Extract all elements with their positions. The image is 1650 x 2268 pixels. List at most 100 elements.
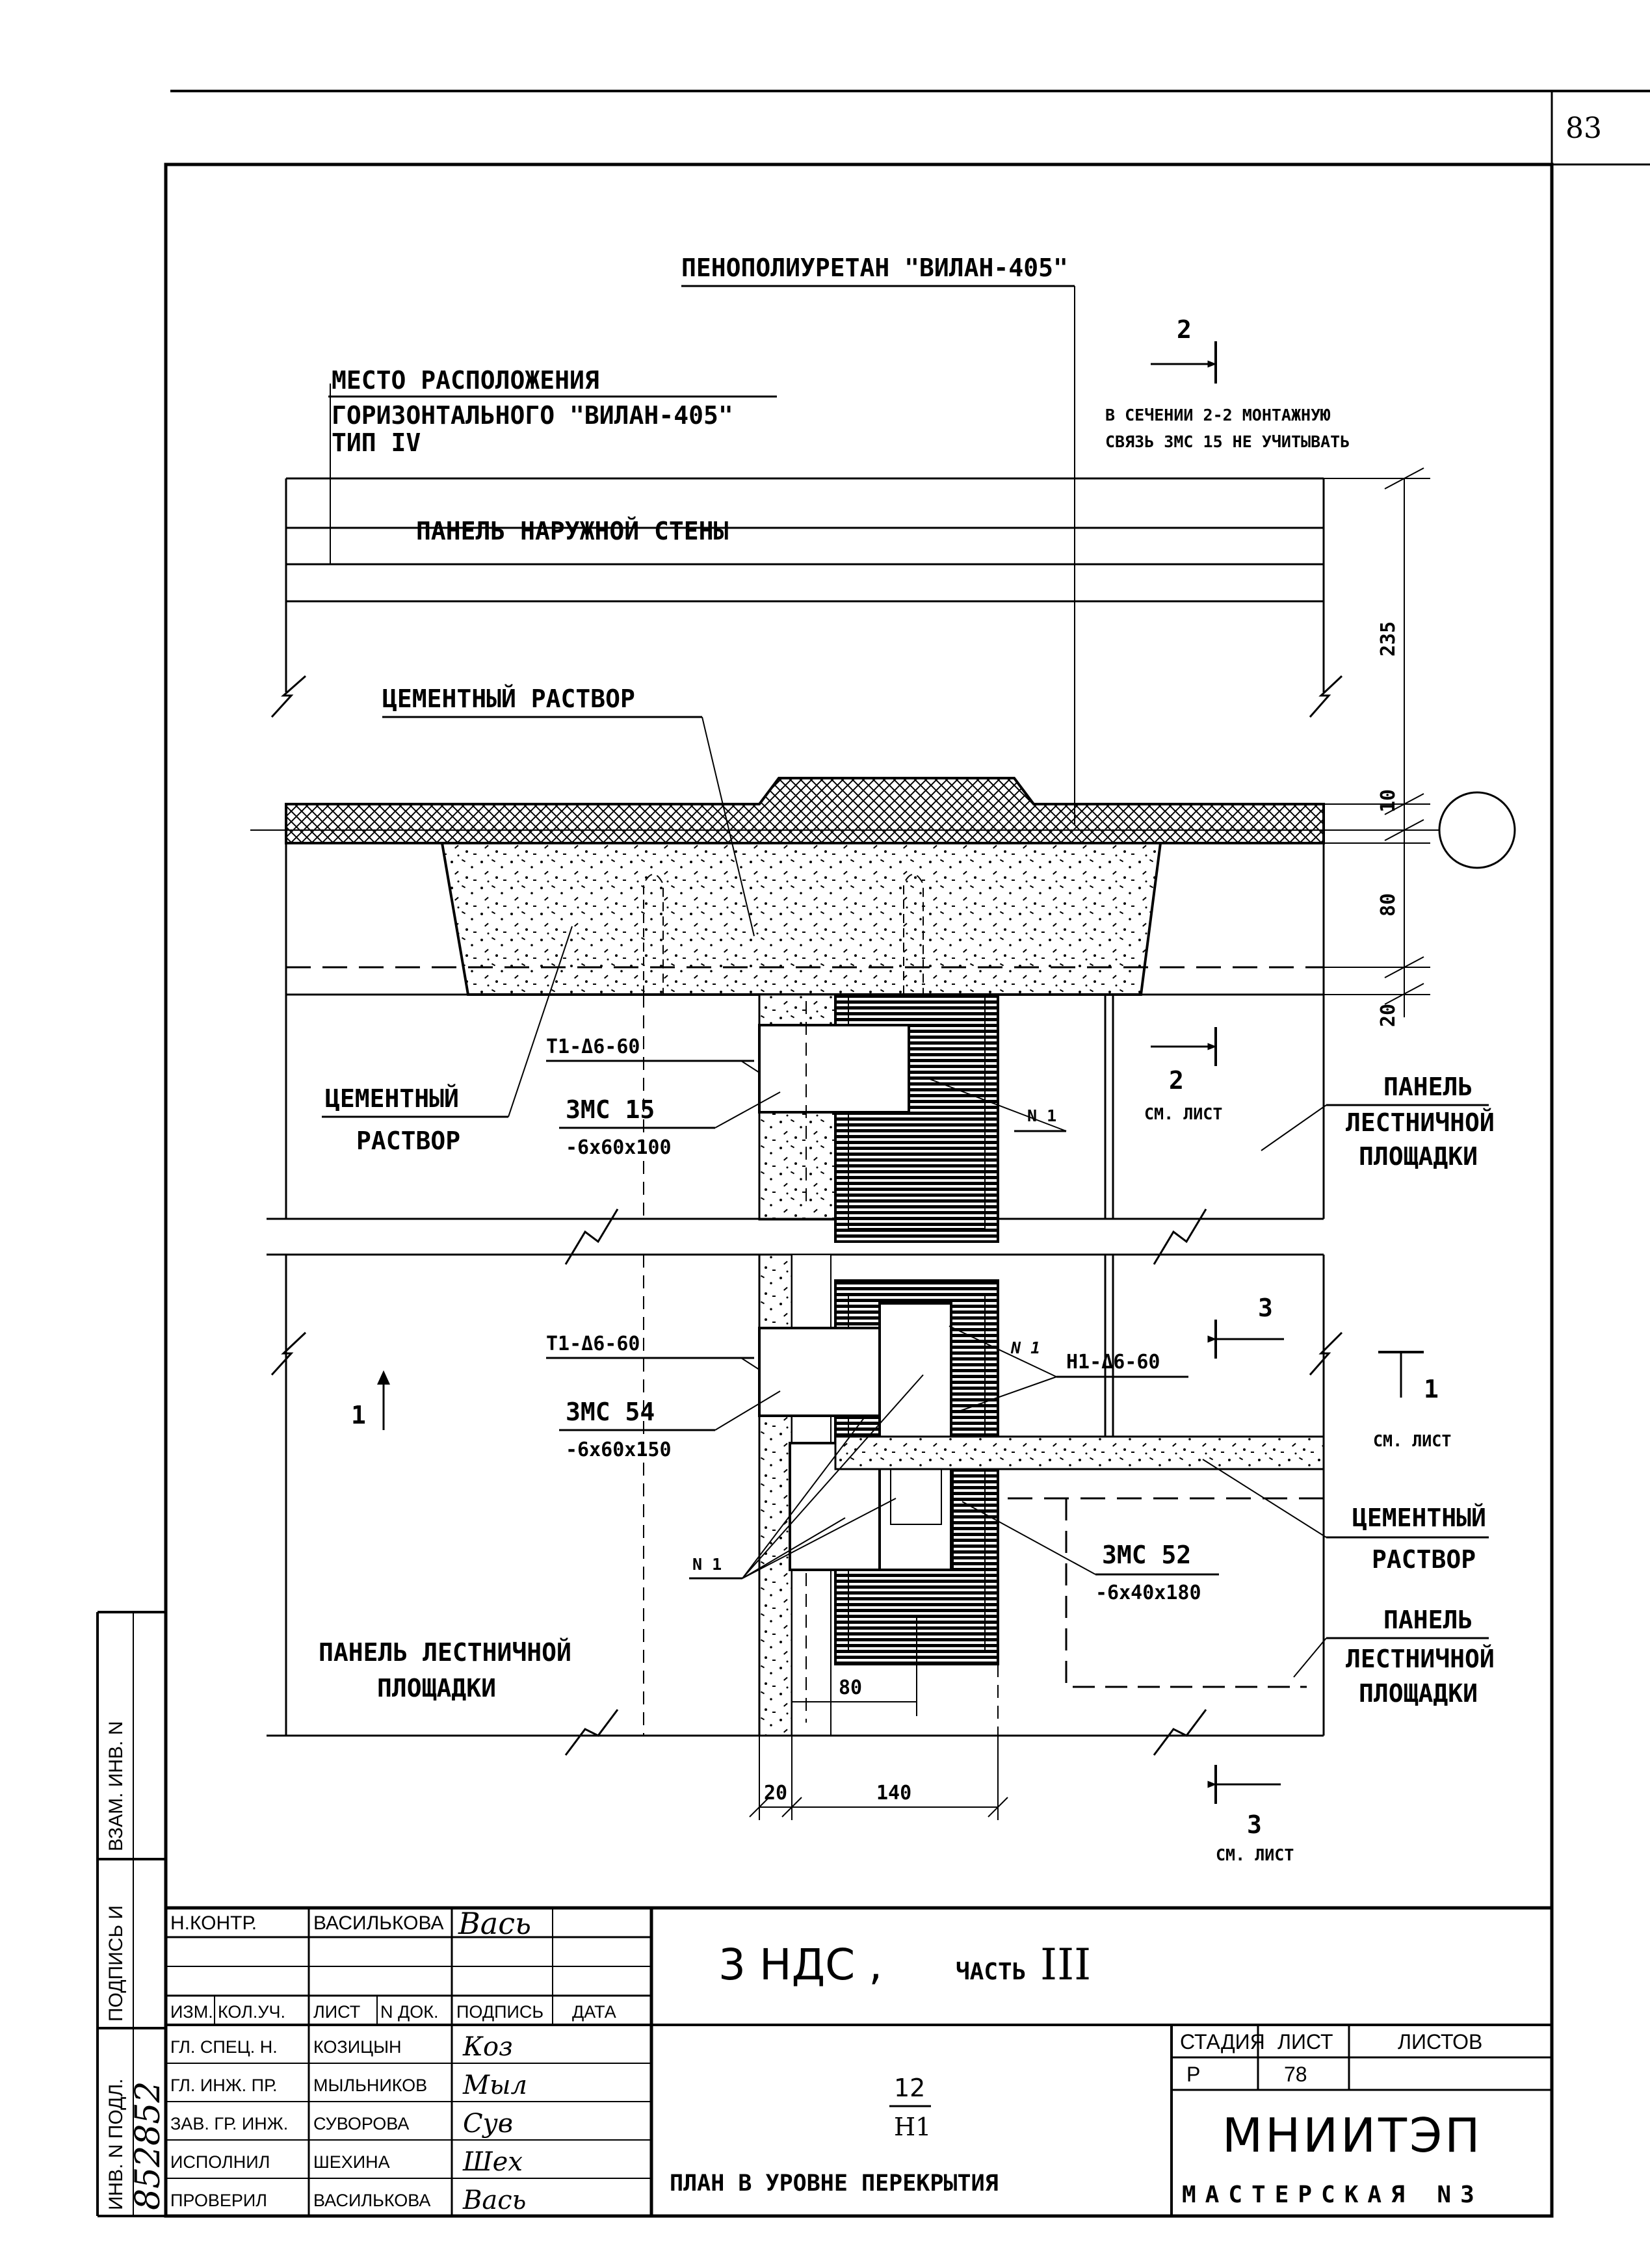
- break-mark-left-mid: [270, 1331, 307, 1376]
- signatory-rows: ГЛ. СПЕЦ. Н. КОЗИЦЫН Коз ГЛ. ИНЖ. ПР. МЫ…: [170, 2032, 527, 2215]
- sheets-label: ЛИСТОВ: [1398, 2030, 1482, 2053]
- label-mortar-left-2: РАСТВОР: [356, 1127, 460, 1155]
- dimension-chain-horizontal: [749, 1615, 1008, 1820]
- hdr-ndok: N ДОК.: [380, 2002, 439, 2022]
- label-mortar-right-1: ЦЕМЕНТНЫЙ: [1352, 1504, 1486, 1532]
- label-landing-left-2: ПЛОЩАДКИ: [377, 1674, 496, 1702]
- label-landing-r2-1: ПАНЕЛЬ: [1383, 1606, 1473, 1634]
- strip-replace-label: ВЗАМ. ИНВ. N: [105, 1721, 127, 1851]
- break-mark-right-mid: [1309, 1331, 1343, 1375]
- section-3-bottom: 3: [1247, 1810, 1262, 1839]
- axis-marker: [1438, 791, 1516, 869]
- label-zmc52: ЗМС 52: [1102, 1541, 1191, 1569]
- label-n1-lower: N 1: [692, 1555, 722, 1574]
- section-1-right: 1: [1424, 1375, 1439, 1403]
- break-mark-right-top: [1309, 675, 1343, 718]
- section-3-top: 3: [1258, 1294, 1273, 1322]
- section-1-right-ref: СМ. ЛИСТ: [1373, 1431, 1451, 1450]
- drawing-title: ПЛАН В УРОВНЕ ПЕРЕКРЫТИЯ: [670, 2170, 999, 2196]
- foam-layer: [285, 777, 1325, 844]
- stage-value: Р: [1186, 2063, 1200, 2086]
- hdr-kolvuch: КОЛ.УЧ.: [218, 2002, 285, 2022]
- sheet-value: 78: [1284, 2063, 1307, 2086]
- row-role: ИСПОЛНИЛ: [170, 2152, 270, 2172]
- sheet-label: ЛИСТ: [1277, 2030, 1333, 2053]
- lower-connection: [758, 1253, 999, 1737]
- label-zmc52-size: -6x40x180: [1095, 1582, 1201, 1604]
- dimension-chain-vertical: [1324, 467, 1430, 1017]
- label-foam: ПЕНОПОЛИУРЕТАН "ВИЛАН-405": [681, 254, 1068, 282]
- label-landing-r2-3: ПЛОЩАДКИ: [1359, 1679, 1478, 1708]
- project-code: 3 НДС ,: [718, 1940, 882, 1990]
- approval-strip: ИНВ. N ПОДЛ. ПОДПИСЬ И ВЗАМ. ИНВ. N 8528…: [105, 1721, 168, 2210]
- label-mortar-left-1: ЦЕМЕНТНЫЙ: [325, 1084, 459, 1113]
- label-landing-r2-2: ЛЕСТНИЧНОЙ: [1346, 1645, 1495, 1673]
- label-t1-lower: Т1-Δ6-60: [546, 1333, 640, 1355]
- label-h1: Н1-Δ6-60: [1066, 1351, 1160, 1374]
- label-mortar-top: ЦЕМЕНТНЫЙ РАСТВОР: [382, 684, 635, 713]
- label-t1-upper: Т1-Δ6-60: [546, 1036, 640, 1058]
- mortar-joint: [440, 842, 1162, 996]
- label-outer-wall: ПАНЕЛЬ НАРУЖНОЙ СТЕНЫ: [416, 517, 729, 545]
- dim-10: 10: [1377, 789, 1400, 813]
- note-line-1: В СЕЧЕНИИ 2-2 МОНТАЖНУЮ: [1105, 406, 1331, 424]
- sheet-frame: [96, 90, 1650, 2218]
- row-role: ГЛ. СПЕЦ. Н.: [170, 2037, 278, 2057]
- outer-wall-panel: [285, 384, 1325, 692]
- row-role: ЗАВ. ГР. ИНЖ.: [170, 2114, 288, 2133]
- project-part-prefix: ЧАСТЬ: [956, 1959, 1026, 1985]
- label-zmc15-size: -6x60x100: [566, 1136, 672, 1159]
- organization: МНИИТЭП: [1222, 2108, 1482, 2163]
- project-part: III: [1040, 1940, 1091, 1990]
- nkontr-name: ВАСИЛЬКОВА: [313, 1912, 443, 1934]
- label-placement-2: ГОРИЗОНТАЛЬНОГО "ВИЛАН-405": [332, 401, 733, 430]
- dim-80: 80: [1377, 893, 1400, 917]
- mortar-strip-right: [834, 1435, 1325, 1470]
- label-placement-1: МЕСТО РАСПОЛОЖЕНИЯ: [332, 366, 599, 395]
- label-landing-r1-1: ПАНЕЛЬ: [1383, 1073, 1473, 1101]
- label-mortar-right-2: РАСТВОР: [1372, 1545, 1476, 1574]
- row-name: МЫЛЬНИКОВ: [313, 2076, 427, 2095]
- section-1-left: 1: [351, 1401, 366, 1429]
- label-landing-r1-2: ЛЕСТНИЧНОЙ: [1346, 1108, 1495, 1137]
- hdr-list: ЛИСТ: [313, 2002, 360, 2022]
- drawing-code-num: 12: [894, 2074, 925, 2102]
- title-block-grid: [166, 1906, 1552, 2216]
- drawing-code-den: Н1: [894, 2113, 931, 2141]
- section-2-top: 2: [1177, 315, 1192, 344]
- nkontr-signature: Вась: [458, 1906, 531, 1941]
- section-3-bottom-ref: СМ. ЛИСТ: [1216, 1845, 1294, 1864]
- section-2-mid: 2: [1169, 1066, 1184, 1095]
- row-name: СУВОРОВА: [313, 2114, 409, 2133]
- dim-140: 140: [876, 1782, 911, 1805]
- break-mark-left-top: [270, 675, 306, 718]
- label-n1-small: N 1: [1010, 1338, 1040, 1357]
- row-role: ПРОВЕРИЛ: [170, 2191, 267, 2210]
- label-zmc54: ЗМС 54: [566, 1398, 655, 1426]
- dim-20: 20: [1377, 1004, 1400, 1027]
- row-signature: Сув: [463, 2109, 513, 2139]
- stage-label: СТАДИЯ: [1180, 2030, 1265, 2053]
- row-name: ВАСИЛЬКОВА: [313, 2191, 430, 2210]
- label-zmc54-size: -6x60x150: [566, 1439, 672, 1461]
- workshop: МАСТЕРСКАЯ N3: [1182, 2182, 1484, 2208]
- note-line-2: СВЯЗЬ ЗМС 15 НЕ УЧИТЫВАТЬ: [1105, 432, 1350, 451]
- row-role: ГЛ. ИНЖ. ПР.: [170, 2076, 277, 2095]
- strip-inv-label: ИНВ. N ПОДЛ.: [105, 2079, 127, 2211]
- hdr-podpis: ПОДПИСЬ: [456, 2002, 543, 2022]
- dim-235: 235: [1377, 621, 1400, 657]
- label-placement-3: ТИП IV: [332, 428, 421, 457]
- row-signature: Шех: [462, 2147, 523, 2177]
- section-2-mid-ref: СМ. ЛИСТ: [1144, 1104, 1222, 1123]
- hdr-data: ДАТА: [572, 2002, 616, 2022]
- dim-20-bottom: 20: [764, 1782, 787, 1805]
- row-name: КОЗИЦЫН: [313, 2037, 402, 2057]
- hdr-izm: ИЗМ.: [170, 2002, 213, 2022]
- strip-inv-number: 852852: [129, 2081, 168, 2210]
- row-signature: Коз: [462, 2032, 513, 2062]
- label-landing-left-1: ПАНЕЛЬ ЛЕСТНИЧНОЙ: [319, 1638, 571, 1667]
- row-signature: Вась: [462, 2185, 526, 2215]
- dim-80-bottom: 80: [839, 1676, 862, 1699]
- label-zmc15: ЗМС 15: [566, 1095, 655, 1124]
